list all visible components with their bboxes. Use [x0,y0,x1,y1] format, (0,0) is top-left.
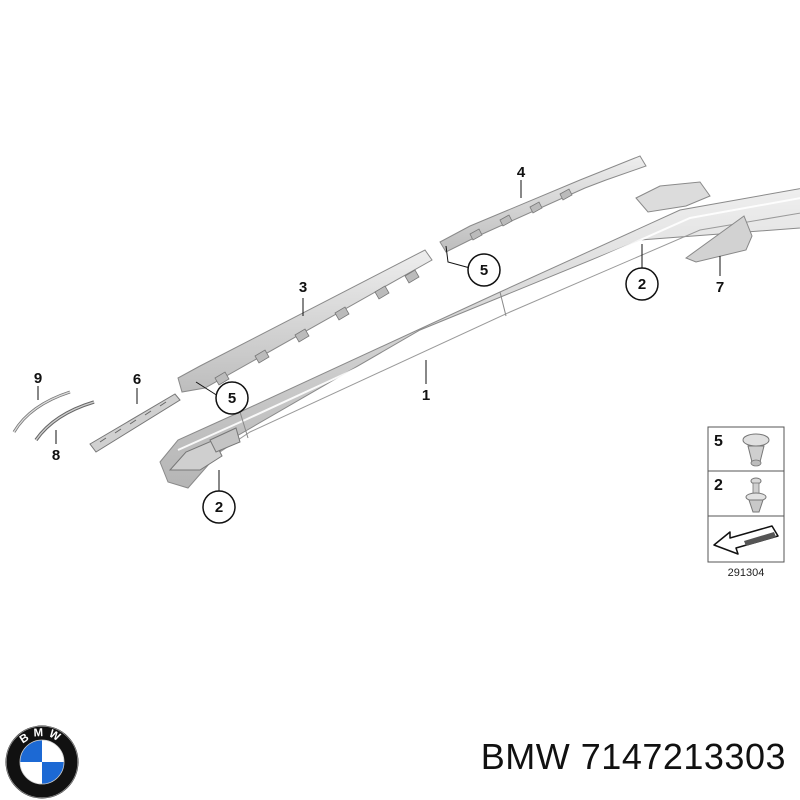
trim-clip-strip [34,400,95,442]
rear-mounting-rail [439,155,647,253]
callouts: 1 2 2 3 4 5 5 6 7 8 9 [34,164,724,524]
callout-2-rear: 2 [638,276,646,293]
legend-row-2: 2 [714,477,723,494]
diagram-code: 291304 [728,567,765,579]
callout-6: 6 [133,371,141,388]
callout-5-rear: 5 [480,262,488,279]
leader-lines [37,180,721,494]
callout-2-front: 2 [215,499,223,516]
trim-strip [12,390,71,433]
callout-4: 4 [517,164,526,181]
part-number-label: BMW 7147213303 [480,736,786,777]
push-clip-icon [742,433,770,467]
bracket-strip [89,393,181,453]
fastener-legend: 5 2 291304 [707,426,785,579]
callout-8: 8 [52,447,60,464]
bmw-logo-icon: BMW [5,725,79,799]
side-sill-panel [159,181,800,489]
expansion-rivet-icon [745,477,767,513]
end-cap [684,215,753,263]
direction-arrow-icon [713,525,779,555]
callout-9: 9 [34,370,42,387]
callout-5-front: 5 [228,390,236,407]
mounting-rail [177,249,433,393]
callout-7: 7 [716,279,724,296]
callout-3: 3 [299,279,307,296]
callout-1: 1 [422,387,430,404]
legend-row-5: 5 [714,433,723,450]
